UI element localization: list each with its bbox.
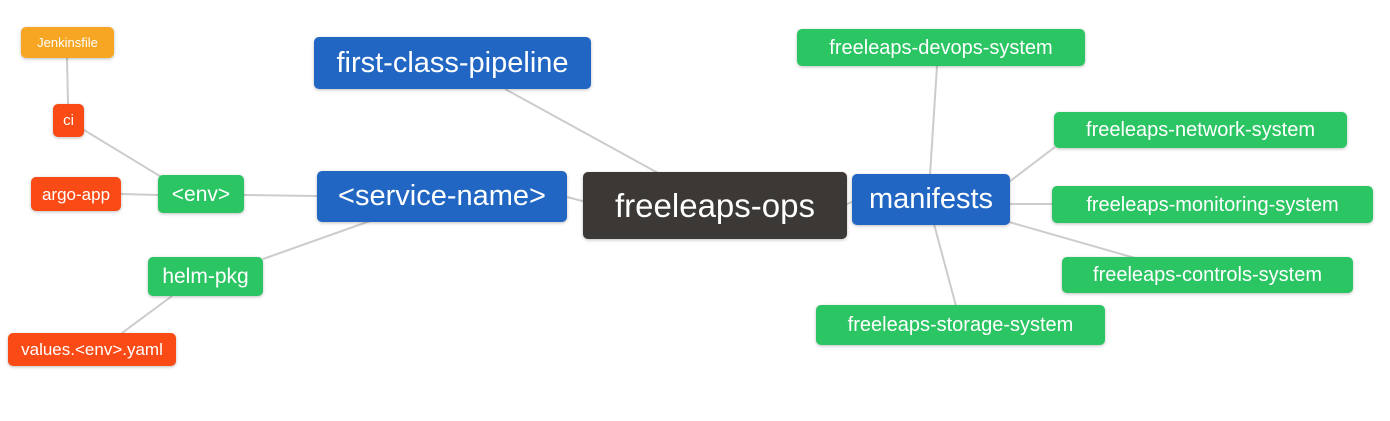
node-ci[interactable]: ci <box>53 104 84 137</box>
node-freeleaps-storage-system[interactable]: freeleaps-storage-system <box>816 305 1105 345</box>
node-env[interactable]: <env> <box>158 175 244 213</box>
node-freeleaps-devops-system[interactable]: freeleaps-devops-system <box>797 29 1085 66</box>
node-values-env-yaml[interactable]: values.<env>.yaml <box>8 333 176 366</box>
edge-env-service-name <box>242 194 318 197</box>
edge-argo-app-env <box>120 193 159 196</box>
edge-values-env-yaml-helm-pkg <box>121 295 173 334</box>
node-first-class-pipeline[interactable]: first-class-pipeline <box>314 37 591 89</box>
edge-manifests-storage-system <box>933 223 957 307</box>
edge-jenkinsfile-ci <box>66 57 69 105</box>
node-service-name[interactable]: <service-name> <box>317 171 567 222</box>
edge-manifests-controls-system <box>1008 221 1136 259</box>
node-jenkinsfile[interactable]: Jenkinsfile <box>21 27 114 58</box>
node-freeleaps-monitoring-system[interactable]: freeleaps-monitoring-system <box>1052 186 1373 223</box>
edge-first-class-pipeline-ops <box>504 88 659 174</box>
node-argo-app[interactable]: argo-app <box>31 177 121 211</box>
edge-ci-env <box>83 129 164 179</box>
node-manifests[interactable]: manifests <box>852 174 1010 225</box>
node-freeleaps-controls-system[interactable]: freeleaps-controls-system <box>1062 257 1353 293</box>
node-freeleaps-ops[interactable]: freeleaps-ops <box>583 172 847 239</box>
edge-helm-pkg-service-name <box>262 220 371 260</box>
node-freeleaps-network-system[interactable]: freeleaps-network-system <box>1054 112 1347 148</box>
edge-manifests-devops-system <box>929 65 938 176</box>
edge-manifests-network-system <box>1008 146 1056 183</box>
node-helm-pkg[interactable]: helm-pkg <box>148 257 263 296</box>
